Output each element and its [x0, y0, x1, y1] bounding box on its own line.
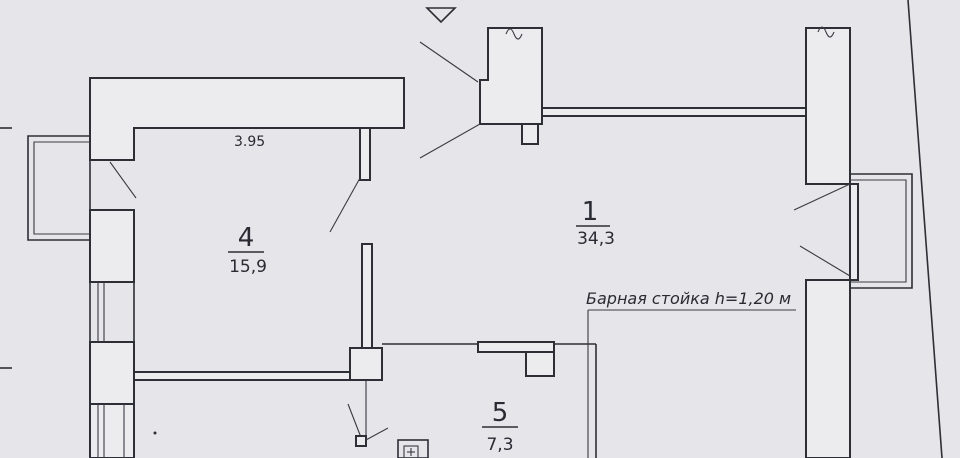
room-1-area: 34,3	[577, 229, 615, 249]
wall-room4-right-lower	[361, 243, 373, 351]
mark-dot	[153, 431, 157, 435]
bar-counter-note: Барная стойка h=1,20 м	[586, 289, 791, 308]
stove	[397, 439, 429, 458]
balcony-right	[849, 173, 913, 289]
dimension-label: 3.95	[234, 134, 265, 150]
wall-top-middle	[419, 27, 543, 159]
wall-left	[89, 160, 135, 458]
wall-room4-right-upper	[329, 127, 371, 233]
room-5-area: 7,3	[486, 435, 513, 455]
room-1-number: 1	[582, 197, 599, 227]
orientation-marker	[425, 7, 457, 24]
wall-right	[793, 26, 851, 458]
wall-room1-top	[541, 107, 807, 117]
room-4-area: 15,9	[229, 257, 267, 277]
room5-walls	[347, 309, 796, 458]
room-5-number: 5	[492, 398, 509, 428]
room-4-number: 4	[238, 223, 255, 253]
balcony-left	[27, 135, 90, 241]
door-swing-balcony	[109, 161, 137, 199]
wall-room4-bottom	[133, 371, 353, 381]
